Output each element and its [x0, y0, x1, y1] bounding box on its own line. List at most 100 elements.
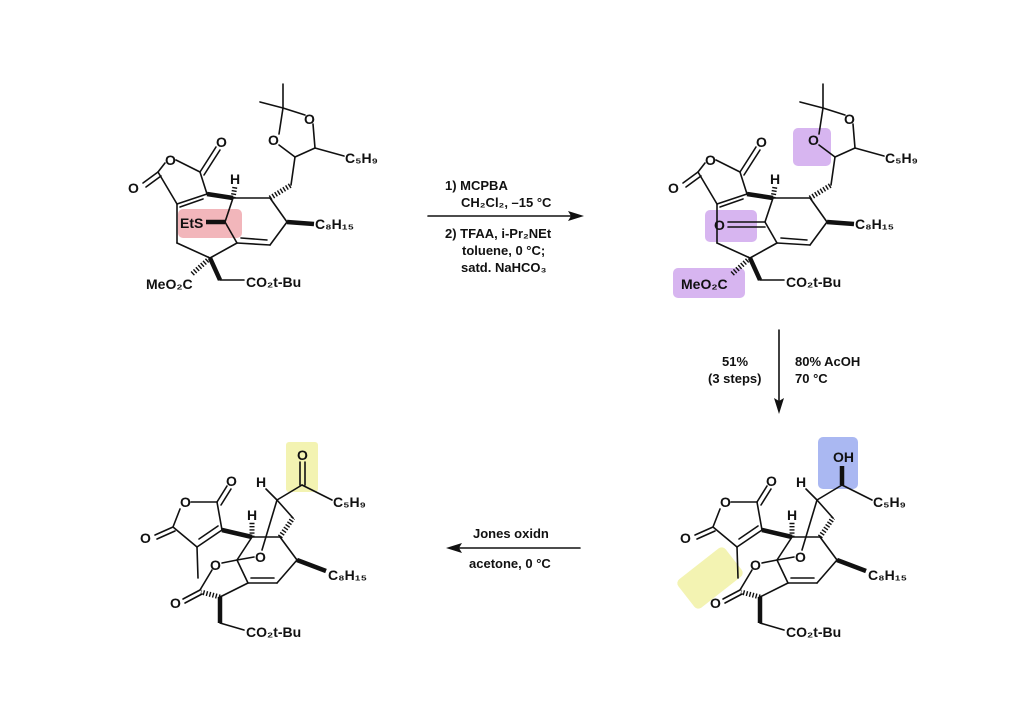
step2-yield: 51%: [722, 354, 748, 369]
bond: [764, 221, 778, 244]
bond: [156, 530, 176, 540]
bond: [756, 501, 763, 531]
bond: [200, 589, 221, 600]
atom-o: O: [140, 530, 151, 546]
bond: [736, 546, 739, 579]
label-c8h15: C₈H₁₅: [328, 567, 367, 583]
bond: [230, 185, 238, 199]
bond: [682, 171, 699, 184]
bond: [738, 525, 759, 540]
bond: [154, 526, 174, 536]
bond: [236, 556, 255, 561]
label-meo2c: MeO₂C: [146, 276, 193, 292]
atom-o: O: [766, 473, 777, 489]
starting-material: O O O H O O C₅H₉ C₈H₁₅ EtS MeO₂C CO₂t-Bu: [128, 83, 378, 292]
bond: [724, 593, 743, 604]
bond: [172, 508, 181, 528]
bond: [819, 536, 838, 561]
bond: [841, 484, 873, 501]
bond: [220, 488, 232, 506]
highlight-ketone: [705, 210, 757, 242]
label-co2tbu: CO₂t-Bu: [246, 274, 301, 290]
bond: [749, 242, 778, 259]
bond: [221, 527, 253, 540]
step2-temp: 70 °C: [795, 371, 828, 386]
bond: [694, 526, 714, 536]
atom-o: O: [226, 473, 237, 489]
bond: [216, 501, 223, 531]
atom-o: O: [756, 134, 767, 150]
atom-o: O: [180, 494, 191, 510]
bond: [739, 171, 748, 195]
bond: [854, 147, 885, 157]
label-c5h9: C₅H₉: [333, 494, 366, 510]
bond: [834, 147, 856, 158]
bond: [198, 525, 219, 540]
atom-o: O: [705, 152, 716, 168]
bond: [730, 256, 752, 276]
label-ets: EtS: [180, 215, 203, 231]
atom-o: O: [304, 111, 315, 127]
bond: [809, 221, 828, 246]
bond: [282, 107, 306, 116]
step3-reagent: Jones oxidn: [473, 526, 549, 541]
bond: [276, 484, 303, 501]
bond: [852, 123, 856, 149]
label-c5h9: C₅H₉: [345, 150, 378, 166]
bond: [739, 146, 757, 173]
bond: [157, 162, 166, 173]
bond: [196, 546, 199, 579]
bond: [175, 159, 201, 173]
atom-o: O: [680, 530, 691, 546]
bond: [259, 101, 284, 109]
atom-o: O: [128, 180, 139, 196]
label-co2tbu: CO₂t-Bu: [786, 624, 841, 640]
bond: [716, 242, 751, 259]
atom-o: O: [255, 549, 266, 565]
bond: [759, 582, 789, 598]
label-oh: OH: [833, 449, 854, 465]
bond: [685, 175, 702, 188]
bond: [176, 193, 208, 205]
bond: [736, 529, 763, 548]
arrow-step1: [427, 211, 584, 221]
label-c5h9: C₅H₉: [885, 150, 918, 166]
product-methyl-ketone: O O O H H O C₅H₉ C₈H₁₅ O O O CO₂t-Bu: [140, 447, 367, 640]
atom-h: H: [787, 507, 797, 523]
bond: [199, 171, 208, 195]
bond: [697, 162, 706, 173]
bond: [696, 530, 716, 540]
bond: [740, 589, 761, 600]
bond: [296, 557, 327, 574]
arrowhead: [446, 543, 462, 553]
bond: [716, 193, 748, 205]
bond: [199, 146, 217, 173]
bond: [224, 197, 234, 223]
bond: [172, 526, 198, 548]
bond: [142, 171, 159, 184]
bond: [221, 559, 238, 564]
atom-o: O: [268, 132, 279, 148]
bond: [826, 219, 855, 227]
label-co2tbu: CO₂t-Bu: [786, 274, 841, 290]
label-c8h15: C₈H₁₅: [315, 216, 354, 232]
step1-line3: 2) TFAA, i-Pr₂NEt: [445, 226, 552, 241]
bond: [240, 237, 268, 241]
bond: [196, 529, 223, 548]
bond: [759, 622, 785, 631]
bond: [756, 485, 768, 503]
bond: [739, 569, 753, 591]
bond: [199, 569, 213, 591]
bond: [818, 144, 836, 158]
label-meo2c: MeO₂C: [681, 276, 728, 292]
bond: [206, 191, 234, 201]
bond: [236, 536, 253, 561]
bond: [312, 123, 316, 149]
bond: [294, 147, 316, 158]
bond: [712, 508, 721, 528]
arrow-step3: [446, 543, 581, 553]
bond: [770, 185, 778, 199]
bond: [715, 159, 741, 173]
bond: [712, 526, 738, 548]
